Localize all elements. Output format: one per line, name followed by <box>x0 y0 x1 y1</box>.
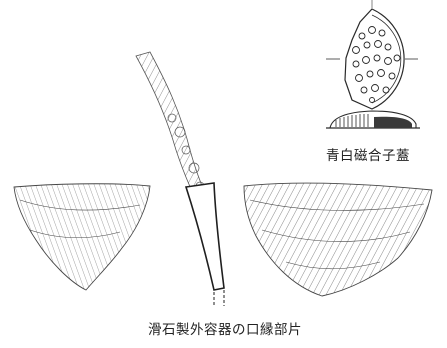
rubbing-left <box>13 183 151 291</box>
caption-soapstone-rim: 滑石製外容器の口縁部片 <box>148 322 302 338</box>
porcelain-lid-section-drawing <box>326 110 420 129</box>
porcelain-lid-plan-drawing <box>326 0 418 110</box>
vessel-rim-profile-drawing <box>184 182 225 306</box>
caption-porcelain-lid: 青白磁合子蓋 <box>326 148 410 164</box>
rubbing-right <box>243 182 433 297</box>
